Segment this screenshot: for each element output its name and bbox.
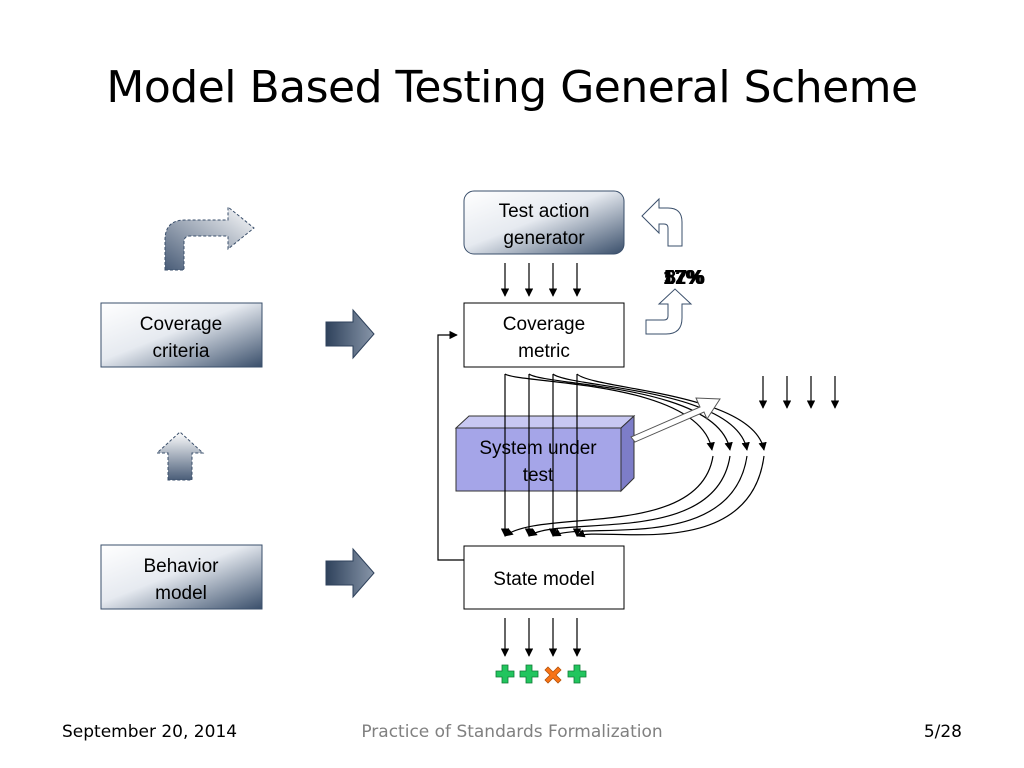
- block-arrow-icon: [630, 397, 721, 443]
- u-turn-arrow-icon: [641, 197, 683, 247]
- coverage-percent: 52%: [664, 267, 704, 289]
- right-arrow-icon: [325, 308, 375, 360]
- system-under-test-label-line1: System under: [479, 438, 597, 459]
- pass-plus-icon: [495, 664, 515, 684]
- curved-arrows-back: [504, 455, 765, 538]
- test-action-generator-label-line2: generator: [503, 228, 585, 249]
- coverage-metric-label-line1: Coverage: [503, 314, 585, 335]
- floating-action-arrows: [758, 376, 840, 409]
- system-under-test-box: [454, 414, 636, 493]
- bent-arrow-icon: [164, 205, 255, 271]
- coverage-criteria-label-line2: criteria: [152, 341, 209, 362]
- test-action-generator-label-line1: Test action: [499, 201, 590, 222]
- coverage-percent: 87%: [665, 267, 705, 289]
- test-action-generator-box: Test action generator: [463, 190, 625, 255]
- state-model-box: State model: [463, 545, 625, 610]
- footer-title: Practice of Standards Formalization: [361, 722, 663, 742]
- coverage-percent: 17%: [663, 267, 703, 289]
- right-arrow-icon: [325, 547, 375, 599]
- coverage-metric-label-line2: metric: [518, 341, 570, 362]
- coverage-percent-stack: 87% 52% 17%: [663, 267, 705, 289]
- slide-title: Model Based Testing General Scheme: [106, 62, 918, 113]
- behavior-model-box: Behavior model: [100, 544, 263, 610]
- system-under-test-label-line2: test: [523, 465, 554, 486]
- straight-arrows-metric-to-state: [500, 374, 582, 537]
- bent-up-arrow-icon: [645, 288, 693, 335]
- feedback-arrow: [437, 330, 464, 561]
- pass-plus-icon: [519, 664, 539, 684]
- state-model-label: State model: [493, 569, 594, 590]
- arrows-state-to-results: [500, 618, 582, 657]
- coverage-criteria-box: Coverage criteria: [100, 302, 263, 368]
- footer-date: September 20, 2014: [62, 722, 238, 742]
- curved-arrows-out: [504, 373, 767, 451]
- arrows-generator-to-metric: [500, 263, 582, 297]
- result-markers: [495, 664, 587, 684]
- page-number: 5/28: [923, 722, 962, 742]
- behavior-model-label-line1: Behavior: [144, 556, 220, 577]
- up-arrow-icon: [155, 431, 205, 481]
- coverage-criteria-label-line1: Coverage: [140, 314, 222, 335]
- behavior-model-label-line2: model: [155, 583, 207, 604]
- fail-cross-icon: [544, 666, 562, 684]
- coverage-metric-box: Coverage metric: [463, 302, 625, 368]
- pass-plus-icon: [567, 664, 587, 684]
